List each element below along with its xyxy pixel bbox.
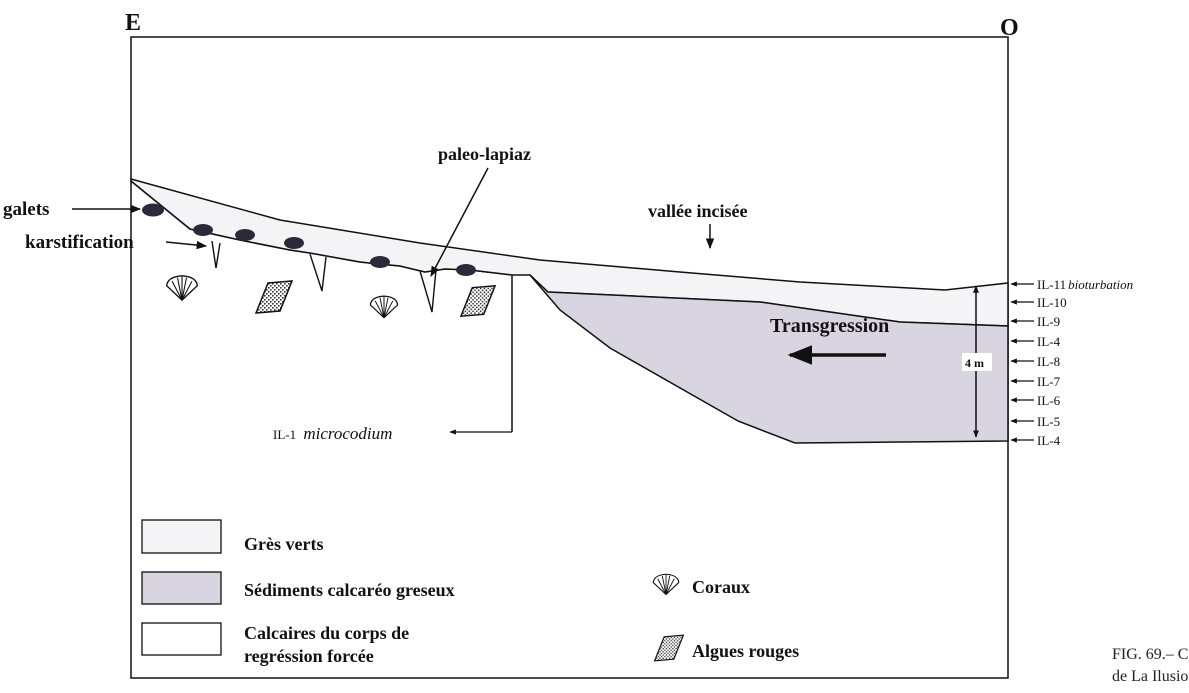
sample-label: IL-4 xyxy=(1037,334,1061,349)
sample-label: IL-10 xyxy=(1037,295,1067,310)
sample-label: IL-9 xyxy=(1037,314,1060,329)
sample-code: IL-7 xyxy=(1037,374,1061,389)
sample-label: IL-8 xyxy=(1037,354,1060,369)
sample-code: IL-6 xyxy=(1037,393,1061,408)
legend-label-coraux: Coraux xyxy=(692,577,750,597)
pebble xyxy=(370,256,390,268)
sample-code: IL-4 xyxy=(1037,334,1061,349)
legend-label-algues: Algues rouges xyxy=(692,641,799,661)
legend-label-calcaires-1: Calcaires du corps de xyxy=(244,623,409,643)
legend-swatch-gres-verts xyxy=(142,520,221,553)
west-label: O xyxy=(1000,15,1019,41)
karst-fissure xyxy=(310,254,326,291)
karst-fissure xyxy=(420,270,436,312)
il1-note: microcodium xyxy=(303,424,392,443)
transgression-label: Transgression xyxy=(770,315,889,337)
sample-code: IL-5 xyxy=(1037,414,1060,429)
legend-label-sediments: Sédiments calcaréo greseux xyxy=(244,580,455,600)
sample-label: IL-6 xyxy=(1037,393,1061,408)
coral-icon xyxy=(653,574,679,594)
sample-code: IL-4 xyxy=(1037,433,1061,448)
legend-label-calcaires-2: regréssion forcée xyxy=(244,646,374,666)
coral-icon xyxy=(370,296,397,318)
legend-swatch-calcaires xyxy=(142,623,221,655)
karst-fissure xyxy=(212,241,220,268)
sample-label: IL-7 xyxy=(1037,374,1061,389)
pebble xyxy=(456,264,476,276)
caption-line-1: FIG. 69.– Co xyxy=(1112,644,1189,666)
karstification-arrow xyxy=(166,242,206,246)
sample-code: IL-11 xyxy=(1037,277,1066,292)
il1-code: IL-1 xyxy=(273,427,296,442)
red-algae-icon xyxy=(256,281,292,313)
figure-caption: FIG. 69.– Co de La Ilusion xyxy=(1112,644,1189,688)
paleo-lapiaz-label: paleo-lapiaz xyxy=(438,144,531,164)
galets-label: galets xyxy=(3,199,49,220)
legend-label-gres-verts: Grès verts xyxy=(244,534,323,554)
sample-note: bioturbation xyxy=(1068,277,1133,292)
legend-swatch-sediments xyxy=(142,572,221,604)
red-algae-icon xyxy=(461,286,495,316)
pebble xyxy=(284,237,304,249)
legend: Grès verts Sédiments calcaréo greseux Ca… xyxy=(142,520,799,666)
pebble xyxy=(235,229,255,241)
east-label: E xyxy=(125,10,141,36)
red-algae-icon xyxy=(655,635,684,661)
caption-line-2: de La Ilusion xyxy=(1112,666,1189,688)
sample-label: IL-4 xyxy=(1037,433,1061,448)
pebble xyxy=(142,204,164,217)
pebble xyxy=(193,224,213,236)
vallee-incisee-label: vallée incisée xyxy=(648,201,747,221)
karstification-label: karstification xyxy=(25,232,134,253)
sample-label: IL-5 xyxy=(1037,414,1060,429)
sample-code: IL-8 xyxy=(1037,354,1060,369)
sample-code: IL-9 xyxy=(1037,314,1060,329)
sample-code: IL-10 xyxy=(1037,295,1067,310)
il1-label: IL-1 microcodium xyxy=(273,424,392,443)
coral-icon xyxy=(167,276,198,300)
thickness-label: 4 m xyxy=(965,356,984,370)
